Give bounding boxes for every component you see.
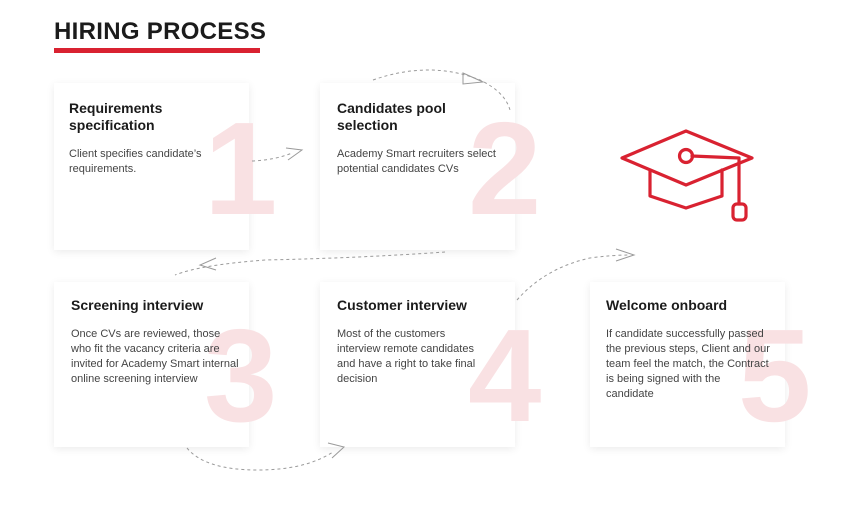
step-number-1: 1 — [204, 95, 278, 242]
title-underline — [54, 48, 260, 53]
step-card-2: 2 Candidates pool selection Academy Smar… — [320, 83, 541, 250]
arrowhead-3-to-4 — [327, 442, 346, 459]
step-title-1: Requirements specification — [69, 100, 163, 133]
arrow-1-to-2 — [251, 152, 293, 162]
step-title-3: Screening interview — [71, 297, 204, 313]
step-number-5: 5 — [738, 302, 812, 449]
step-number-3: 3 — [204, 302, 278, 449]
arrow-4-to-5 — [516, 254, 631, 301]
step-number-4: 4 — [468, 302, 542, 449]
step-description-1: Client specifies candidate’s requirement… — [69, 148, 202, 175]
graduation-cap-icon — [620, 129, 754, 222]
step-card-3: 3 Screening interview Once CVs are revie… — [54, 282, 277, 447]
step-description-3: Once CVs are reviewed, those who fit the… — [71, 328, 239, 385]
step-number-2: 2 — [468, 95, 542, 242]
step-card-5: 5 Welcome onboard If candidate successfu… — [590, 282, 811, 447]
arrowhead-top — [462, 72, 485, 85]
arrowhead-2-to-3 — [198, 257, 217, 271]
step-description-4: Most of the customers interview remote c… — [337, 328, 476, 385]
step-card-1: 1 Requirements specification Client spec… — [54, 83, 277, 250]
step-title-2: Candidates pool selection — [337, 100, 446, 133]
arrowhead-4-to-5 — [615, 248, 636, 262]
arrow-2-to-3 — [174, 251, 446, 276]
step-description-2: Academy Smart recruiters select potentia… — [337, 148, 496, 175]
arrowhead-1 — [285, 147, 304, 161]
step-title-4: Customer interview — [337, 297, 467, 313]
step-card-4: 4 Customer interview Most of the custome… — [320, 282, 541, 447]
step-title-5: Welcome onboard — [606, 297, 728, 313]
page-title: HIRING PROCESS — [54, 18, 267, 45]
arrow-3-to-4 — [186, 447, 334, 471]
step-description-5: If candidate successfully passed the pre… — [606, 328, 770, 400]
